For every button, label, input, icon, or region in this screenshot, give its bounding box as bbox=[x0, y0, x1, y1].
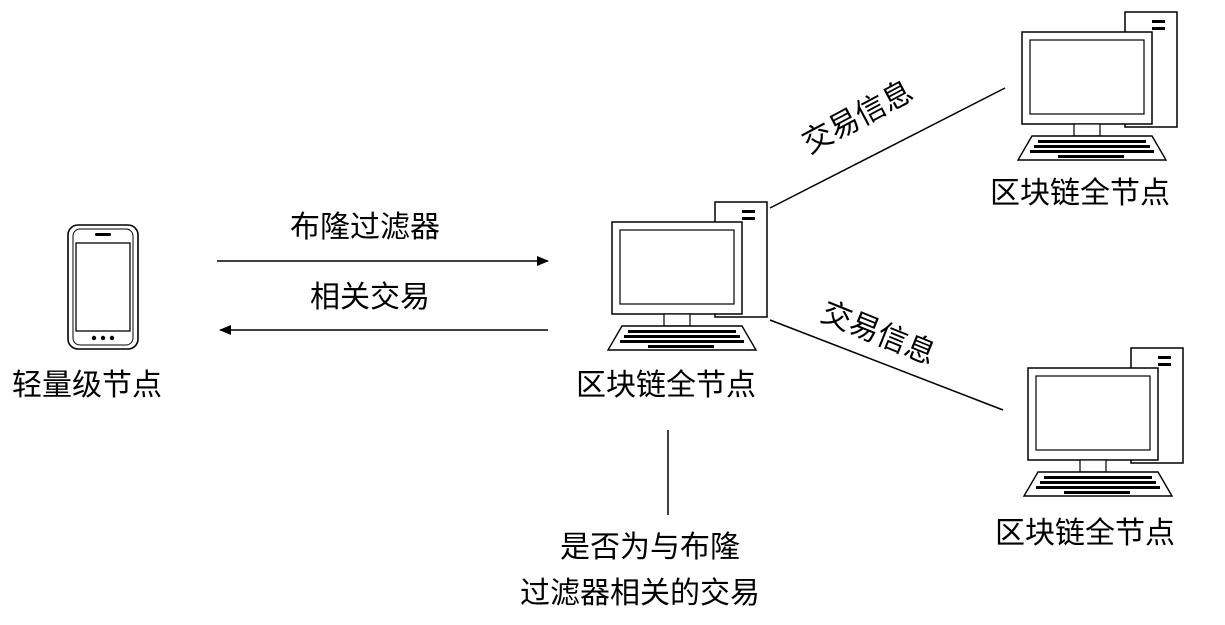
desktop-computer-icon-top-right bbox=[1017, 11, 1178, 161]
edge-center-to-top-right bbox=[769, 87, 1006, 209]
center-full-node-label: 区块链全节点 bbox=[576, 368, 756, 403]
related-tx-label: 相关交易 bbox=[310, 280, 430, 315]
smartphone-icon bbox=[67, 224, 139, 350]
annotation-line-2: 过滤器相关的交易 bbox=[520, 576, 760, 611]
desktop-computer-icon-center bbox=[607, 201, 768, 351]
light-node-label: 轻量级节点 bbox=[12, 368, 162, 403]
edge-center-to-bottom-right bbox=[769, 319, 1004, 411]
bloom-filter-label: 布隆过滤器 bbox=[290, 210, 440, 245]
bottom-right-full-node-label: 区块链全节点 bbox=[995, 516, 1175, 551]
annotation-line-1: 是否为与布隆 bbox=[560, 530, 740, 565]
top-right-full-node-label: 区块链全节点 bbox=[990, 176, 1170, 211]
desktop-computer-icon-bottom-right bbox=[1023, 347, 1184, 497]
